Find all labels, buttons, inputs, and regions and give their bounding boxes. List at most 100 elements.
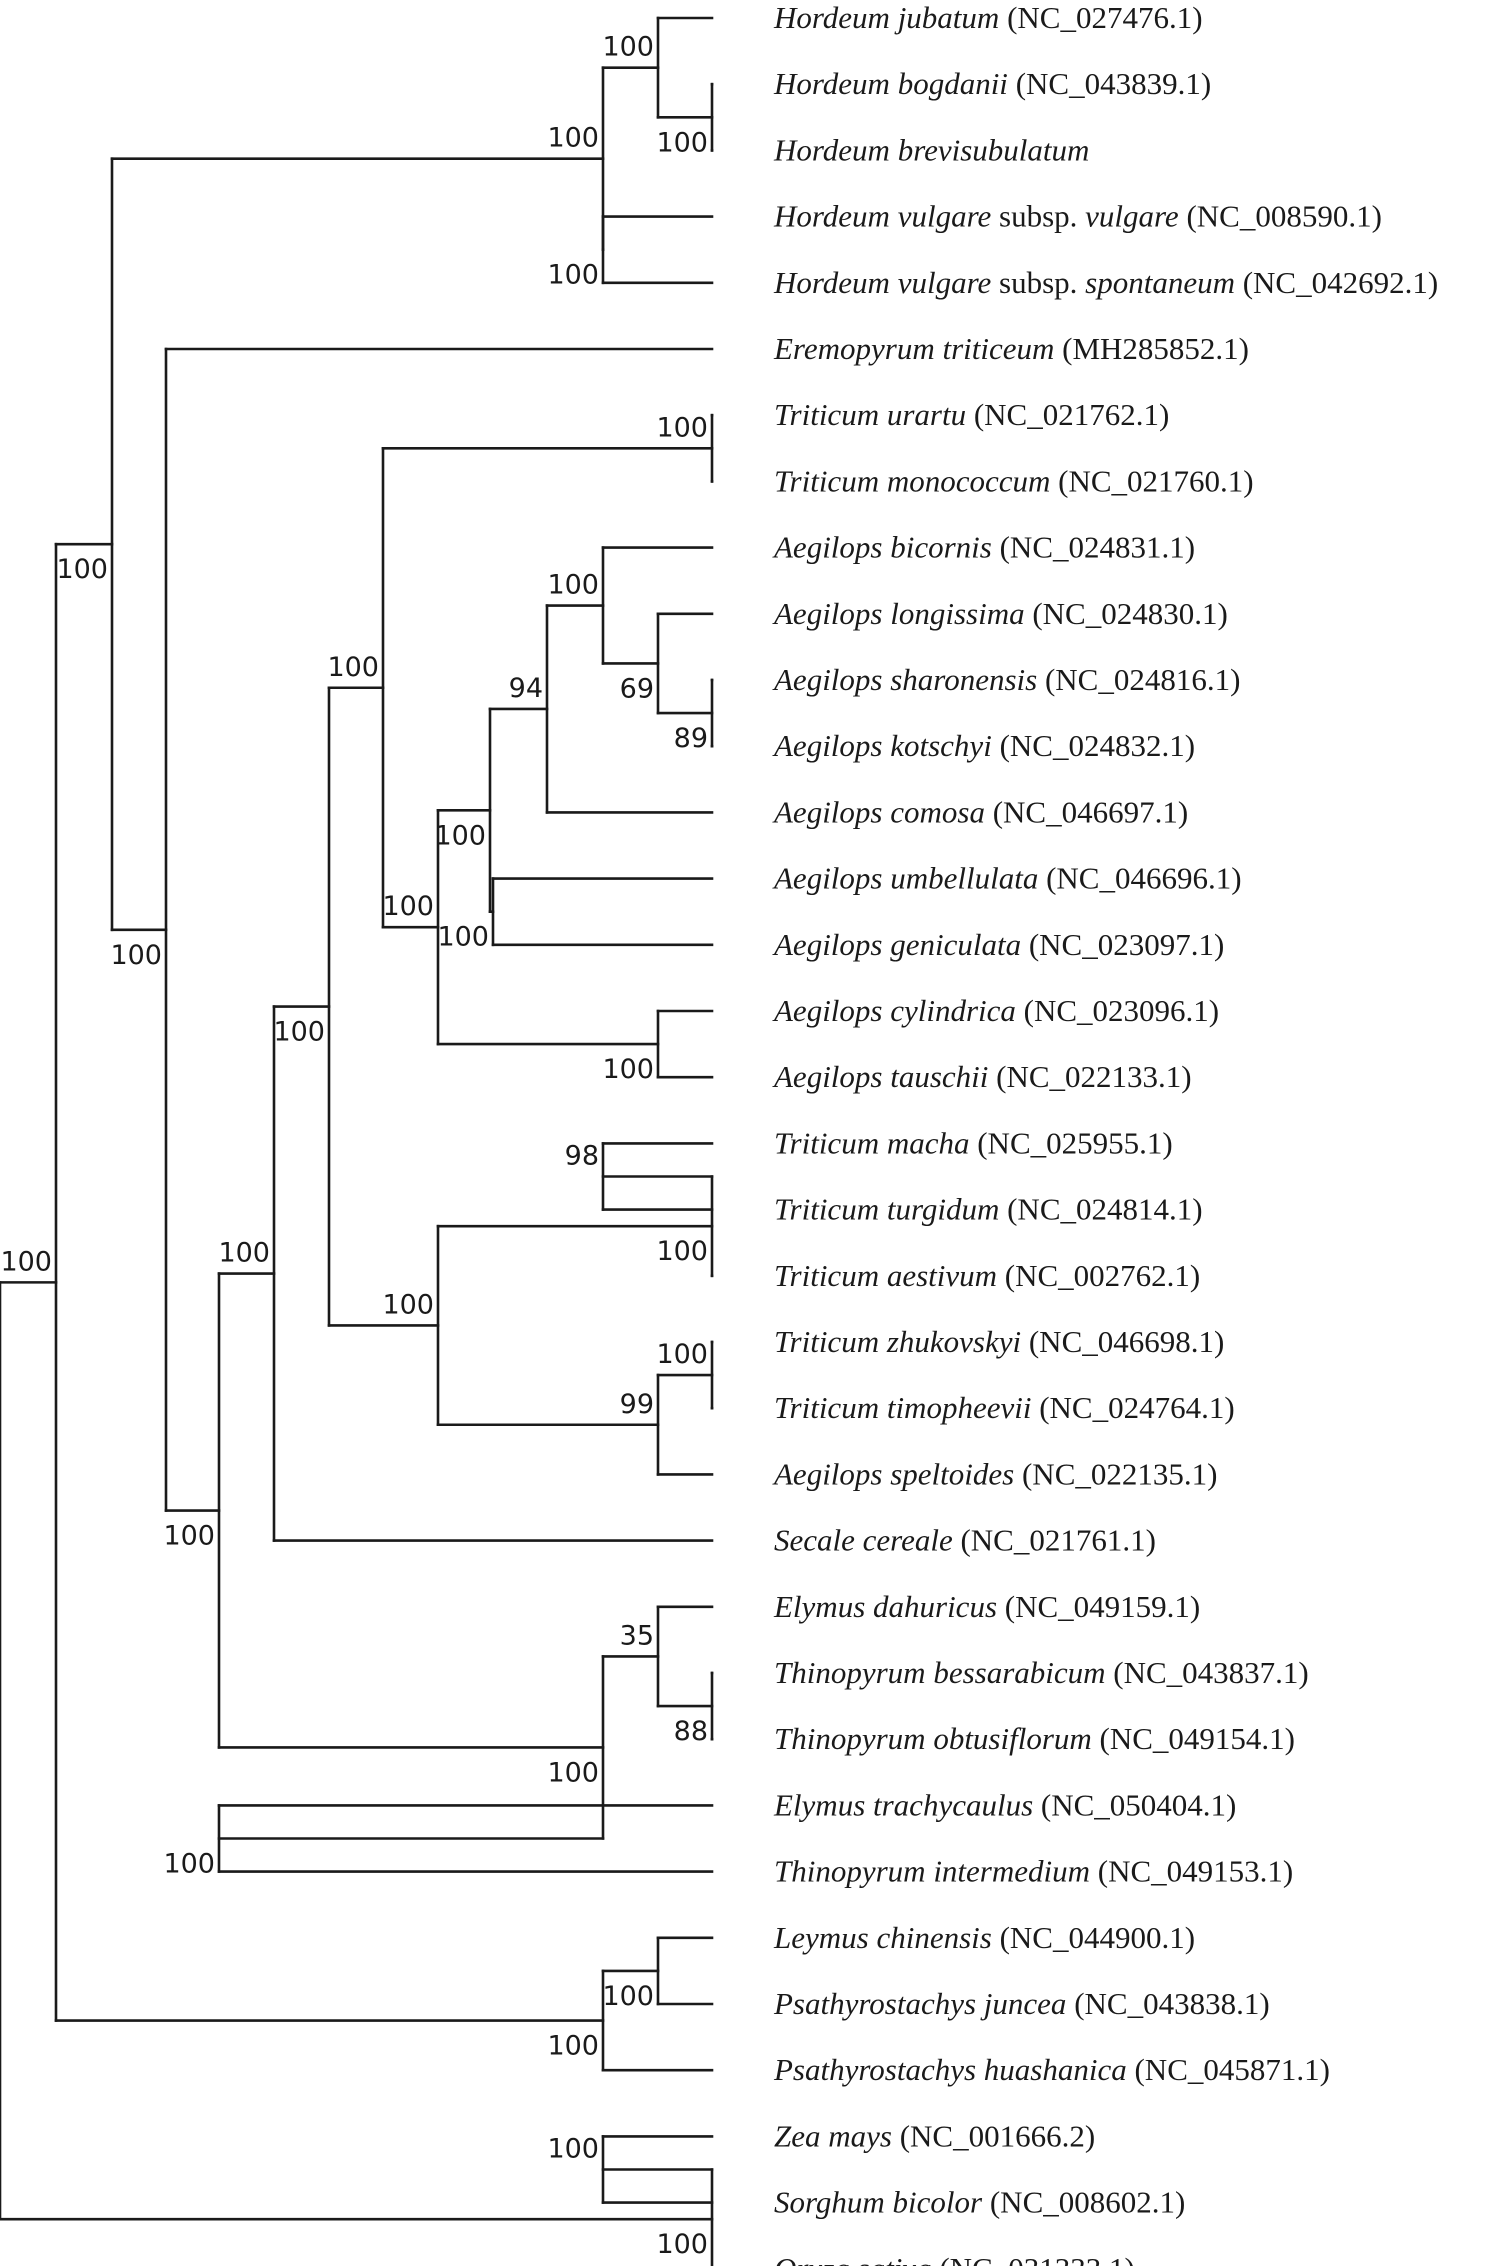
taxon-accession: (NC_022135.1)	[1014, 1456, 1217, 1491]
taxon-species-name: Triticum turgidum	[774, 1192, 999, 1227]
taxon-label: Elymus trachycaulus (NC_050404.1)	[773, 1787, 1236, 1822]
bootstrap-value: 100	[547, 123, 599, 154]
taxon-accession: (NC_021761.1)	[953, 1523, 1156, 1558]
taxon-label: Triticum timopheevii (NC_024764.1)	[774, 1390, 1235, 1425]
taxon-accession: (NC_023096.1)	[1016, 993, 1219, 1028]
taxon-label: Aegilops sharonensis (NC_024816.1)	[772, 662, 1240, 697]
taxon-label: Aegilops cylindrica (NC_023096.1)	[772, 993, 1219, 1028]
taxon-species-name: Aegilops kotschyi	[772, 728, 992, 763]
taxon-accession: (MH285852.1)	[1054, 331, 1249, 366]
taxon-label: Hordeum vulgare subsp. vulgare (NC_00859…	[773, 199, 1382, 234]
taxon-species-name: Aegilops umbellulata	[772, 861, 1038, 896]
taxon-label: Aegilops longissima (NC_024830.1)	[772, 596, 1228, 631]
taxon-accession: (NC_024814.1)	[999, 1192, 1202, 1227]
bootstrap-value: 100	[327, 652, 379, 683]
bootstrap-value: 100	[218, 1238, 270, 1269]
bootstrap-value: 94	[509, 673, 543, 704]
taxon-species-name: Hordeum brevisubulatum	[773, 132, 1089, 167]
taxon-species-name: Secale cereale	[774, 1523, 953, 1558]
bootstrap-value: 100	[547, 2031, 599, 2062]
tree-branches	[0, 16, 714, 2266]
taxon-label: Aegilops bicornis (NC_024831.1)	[772, 530, 1195, 565]
taxon-species-name: Thinopyrum bessarabicum	[774, 1655, 1106, 1690]
taxon-label: Thinopyrum intermedium (NC_049153.1)	[774, 1854, 1293, 1889]
bootstrap-value: 100	[56, 554, 108, 585]
taxon-accession: (NC_025955.1)	[969, 1125, 1172, 1160]
taxon-species-name: Thinopyrum obtusiflorum	[774, 1721, 1092, 1756]
taxon-species-name: Aegilops tauschii	[772, 1059, 988, 1094]
taxon-label: Thinopyrum bessarabicum (NC_043837.1)	[774, 1655, 1309, 1690]
taxon-accession: (NC_044900.1)	[992, 1920, 1195, 1955]
taxon-accession: (NC_008590.1)	[1179, 199, 1382, 234]
bootstrap-value: 100	[547, 2134, 599, 2165]
taxon-accession: (NC_021760.1)	[1050, 463, 1253, 498]
taxon-accession: (NC_043839.1)	[1008, 66, 1211, 101]
bootstrap-value: 100	[547, 1757, 599, 1788]
taxon-species-name: Sorghum bicolor	[774, 2185, 983, 2220]
bootstrap-value: 99	[620, 1389, 654, 1420]
bootstrap-value: 100	[656, 2229, 708, 2260]
bootstrap-value: 98	[565, 1141, 599, 1172]
taxon-species-name: Triticum monococcum	[774, 463, 1050, 498]
taxon-accession: (NC_002762.1)	[997, 1258, 1200, 1293]
taxon-label: Oryza sativa (NC_031333.1)	[774, 2251, 1135, 2266]
bootstrap-value: 100	[547, 570, 599, 601]
taxon-species-name: Triticum urartu	[774, 397, 966, 432]
taxon-label: Elymus dahuricus (NC_049159.1)	[773, 1589, 1200, 1624]
taxon-species-name: Eremopyrum triticeum	[773, 331, 1054, 366]
bootstrap-value: 100	[602, 1981, 654, 2012]
taxon-label: Hordeum brevisubulatum	[773, 132, 1089, 167]
taxon-accession: (NC_049154.1)	[1092, 1721, 1295, 1756]
taxon-species-name: Hordeum vulgare	[773, 265, 991, 300]
taxon-accession: (NC_008602.1)	[982, 2185, 1185, 2220]
taxon-label: Triticum zhukovskyi (NC_046698.1)	[774, 1324, 1224, 1359]
taxon-label: Triticum macha (NC_025955.1)	[774, 1125, 1173, 1160]
taxon-label: Hordeum bogdanii (NC_043839.1)	[773, 66, 1211, 101]
taxon-label: Sorghum bicolor (NC_008602.1)	[774, 2185, 1185, 2220]
taxon-species-name: Triticum macha	[774, 1125, 969, 1160]
taxon-label: Aegilops speltoides (NC_022135.1)	[772, 1456, 1217, 1491]
bootstrap-value: 69	[620, 673, 654, 704]
taxon-accession: (NC_043838.1)	[1066, 1986, 1269, 2021]
bootstrap-value: 35	[620, 1620, 654, 1651]
taxon-species-name: Triticum timopheevii	[774, 1390, 1031, 1425]
taxon-species-name: Aegilops speltoides	[772, 1456, 1014, 1491]
taxon-species-name: Zea mays	[774, 2118, 892, 2153]
taxon-label: Hordeum jubatum (NC_027476.1)	[773, 0, 1203, 35]
taxon-species-name: Psathyrostachys huashanica	[773, 2052, 1127, 2087]
taxon-accession: (NC_045871.1)	[1127, 2052, 1330, 2087]
taxon-species-name: Aegilops cylindrica	[772, 993, 1016, 1028]
bootstrap-value: 100	[656, 1339, 708, 1370]
taxon-label: Aegilops tauschii (NC_022133.1)	[772, 1059, 1192, 1094]
taxon-species-name: Hordeum vulgare	[773, 199, 991, 234]
taxon-species-name: Aegilops longissima	[772, 596, 1025, 631]
taxon-accession: (NC_049159.1)	[997, 1589, 1200, 1624]
bootstrap-value: 100	[656, 1236, 708, 1267]
taxon-accession: (NC_050404.1)	[1033, 1787, 1236, 1822]
bootstrap-support-labels: 1001001001001008969100941001001001001009…	[0, 32, 708, 2260]
taxon-accession: (NC_031333.1)	[932, 2251, 1135, 2266]
bootstrap-value: 100	[163, 1521, 215, 1552]
taxon-species-name: Aegilops comosa	[772, 794, 985, 829]
taxon-accession: (NC_046697.1)	[985, 794, 1188, 829]
taxon-label: Triticum urartu (NC_021762.1)	[774, 397, 1169, 432]
taxon-label: Thinopyrum obtusiflorum (NC_049154.1)	[774, 1721, 1295, 1756]
taxon-species-name: Triticum aestivum	[774, 1258, 997, 1293]
taxon-label: Triticum turgidum (NC_024814.1)	[774, 1192, 1203, 1227]
taxon-label: Triticum aestivum (NC_002762.1)	[774, 1258, 1200, 1293]
bootstrap-value: 88	[674, 1716, 708, 1747]
taxon-species-name: Hordeum jubatum	[773, 0, 999, 35]
taxon-accession: (NC_024816.1)	[1037, 662, 1240, 697]
taxon-accession: subsp.	[991, 265, 1085, 300]
taxon-species-name: Oryza sativa	[774, 2251, 932, 2266]
taxon-label: Eremopyrum triticeum (MH285852.1)	[773, 331, 1249, 366]
taxon-label: Psathyrostachys juncea (NC_043838.1)	[773, 1986, 1270, 2021]
taxon-label: Triticum monococcum (NC_021760.1)	[774, 463, 1254, 498]
taxon-species-name: Leymus chinensis	[773, 1920, 992, 1955]
bootstrap-value: 100	[163, 1849, 215, 1880]
taxon-species-name: Aegilops geniculata	[772, 927, 1021, 962]
taxon-accession: (NC_049153.1)	[1090, 1854, 1293, 1889]
taxon-labels: Hordeum jubatum (NC_027476.1) Hordeum bog…	[772, 0, 1438, 2266]
taxon-species-name: Psathyrostachys juncea	[773, 1986, 1066, 2021]
